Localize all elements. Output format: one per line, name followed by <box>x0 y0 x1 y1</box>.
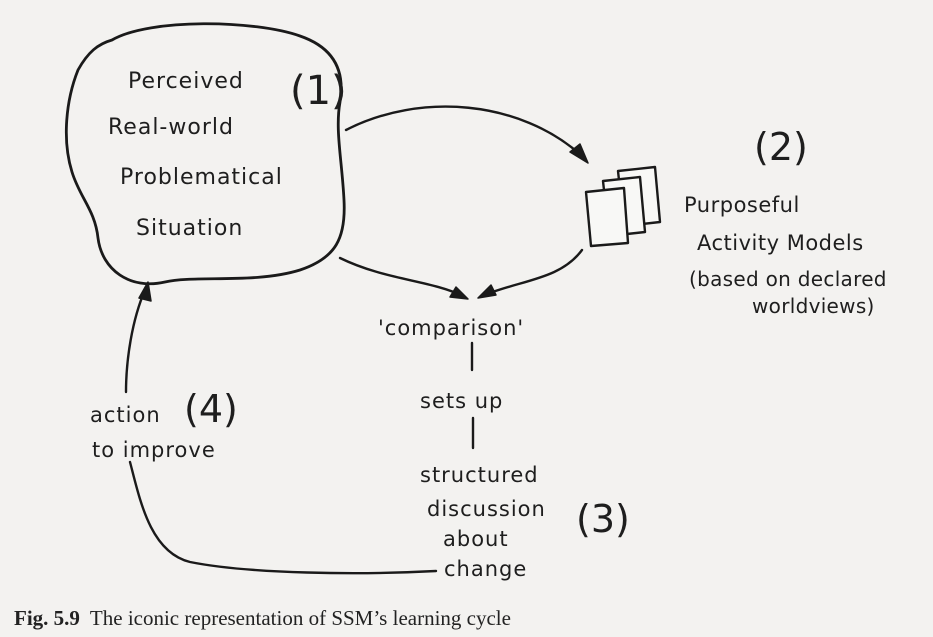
models-line-3: (based on declared <box>689 267 887 291</box>
comparison-label: 'comparison' <box>378 316 524 340</box>
caption-text: The iconic representation of SSM’s learn… <box>89 606 511 630</box>
arrowhead-comparison-right <box>477 284 497 299</box>
situation-line-4: Situation <box>136 216 243 241</box>
discussion-line-4: change <box>444 557 527 581</box>
arrowhead-comparison-left <box>449 286 469 300</box>
action-line-1: action <box>90 403 161 427</box>
activity-models-icon <box>584 165 662 248</box>
arrow-action-to-situation <box>124 288 147 394</box>
discussion-line-3: about <box>443 527 509 551</box>
models-number: (2) <box>754 125 808 169</box>
figure-caption: Fig. 5.9 The iconic representation of SSM… <box>14 606 511 631</box>
arrow-models-to-comparison <box>480 248 584 298</box>
loop-change-to-action <box>128 460 438 575</box>
models-line-4: worldviews) <box>752 294 875 318</box>
models-line-2: Activity Models <box>697 231 864 255</box>
arrowhead-models <box>569 143 589 164</box>
situation-line-3: Problematical <box>120 165 283 190</box>
discussion-line-1: structured <box>420 463 539 487</box>
ssm-learning-cycle-diagram: Perceived (1) Real-world Problematical S… <box>64 22 887 581</box>
arrow-situation-to-models <box>344 105 584 158</box>
situation-line-2: Real-world <box>108 115 234 140</box>
situation-number: (1) <box>290 68 347 114</box>
action-line-2: to improve <box>92 438 216 462</box>
sets-up-label: sets up <box>420 389 503 413</box>
discussion-number: (3) <box>576 497 630 541</box>
figure-number: Fig. 5.9 <box>14 606 80 630</box>
situation-line-1: Perceived <box>128 69 244 94</box>
arrow-situation-to-comparison <box>338 256 465 298</box>
models-line-1: Purposeful <box>684 193 800 217</box>
discussion-line-2: discussion <box>427 497 546 521</box>
action-number: (4) <box>184 387 238 431</box>
situation-cloud <box>64 22 346 286</box>
arrowhead-situation <box>138 281 152 302</box>
